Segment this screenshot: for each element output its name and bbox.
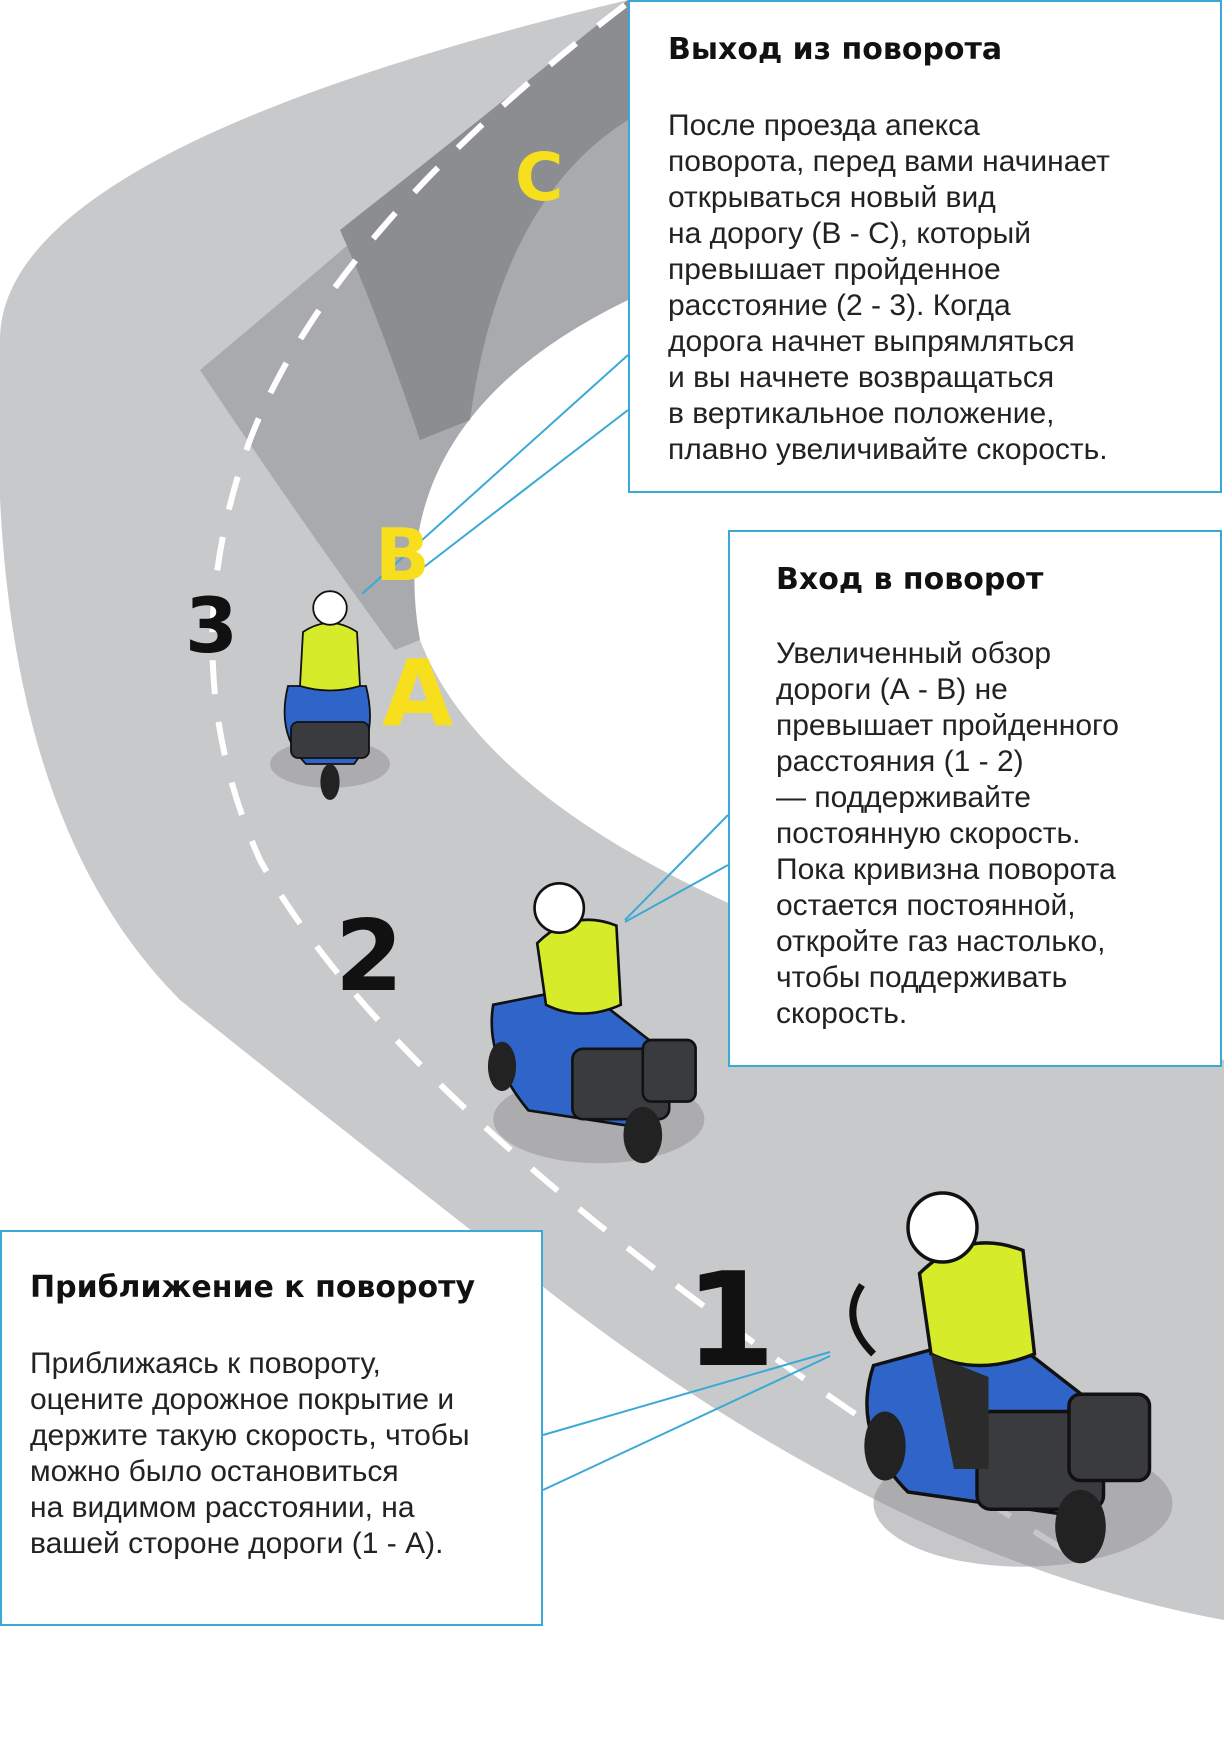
- callout-line: плавно увеличивайте скорость.: [668, 433, 1108, 466]
- callout-line: поворота, перед вами начинает: [668, 145, 1110, 178]
- approach-pointer-line-2: [542, 1355, 831, 1491]
- exit-pointer-line-2: [419, 409, 629, 571]
- callout-body: После проезда апекса поворота, перед вам…: [668, 108, 1220, 468]
- callout-line: Пока кривизна поворота: [776, 853, 1116, 886]
- entry-pointer-line-2: [624, 864, 729, 923]
- callout-line: дорога начнет выпрямляться: [668, 325, 1075, 358]
- point-number-3: 3: [185, 581, 238, 670]
- callout-line: После проезда апекса: [668, 109, 980, 142]
- callout-line: Увеличенный обзор: [776, 637, 1052, 670]
- callout-line: дороги (А - В) не: [776, 673, 1008, 706]
- callout-title: Приближение к повороту: [30, 1270, 476, 1305]
- callout-line: чтобы поддерживать: [776, 961, 1068, 994]
- callout-line: скорость.: [776, 997, 908, 1030]
- callout-body: Приближаясь к повороту, оцените дорожное…: [30, 1346, 541, 1562]
- callout-line: остается постоянной,: [776, 889, 1076, 922]
- callout-line: расстояния (1 - 2): [776, 745, 1024, 778]
- entry-pointer-line: [624, 814, 729, 921]
- motorcycle-rider-icon: [270, 590, 390, 800]
- callout-line: оцените дорожное покрытие и: [30, 1383, 455, 1416]
- callout-turn-entry: Вход в поворот Увеличенный обзор дороги …: [728, 530, 1222, 1067]
- callout-line: постоянную скорость.: [776, 817, 1081, 850]
- motorcycle-rider-icon: [487, 882, 705, 1164]
- view-letter-a: A: [382, 640, 453, 747]
- callout-title: Выход из поворота: [668, 32, 1003, 67]
- approach-pointer-line: [542, 1351, 831, 1436]
- callout-line: открываться новый вид: [668, 181, 996, 214]
- callout-line: превышает пройденное: [668, 253, 1001, 286]
- callout-line: расстояние (2 - 3). Когда: [668, 289, 1011, 322]
- motorcycle-rider-icon: [849, 1191, 1173, 1567]
- view-letter-b: B: [375, 513, 430, 597]
- callout-line: Приближаясь к повороту,: [30, 1347, 381, 1380]
- view-letter-c: C: [515, 139, 563, 216]
- point-number-1: 1: [685, 1244, 775, 1396]
- callout-line: и вы начнете возвращаться: [668, 361, 1055, 394]
- lane-marking: [209, 2, 1082, 1563]
- callout-line: в вертикальное положение,: [668, 397, 1055, 430]
- callout-exit-turn: Выход из поворота После проезда апекса п…: [628, 0, 1222, 493]
- callout-line: держите такую скорость, чтобы: [30, 1419, 470, 1452]
- callout-line: — поддерживайте: [776, 781, 1031, 814]
- exit-pointer-line: [361, 354, 629, 595]
- callout-line: откройте газ настолько,: [776, 925, 1106, 958]
- callout-approach-turn: Приближение к повороту Приближаясь к пов…: [0, 1230, 543, 1626]
- point-number-2: 2: [335, 900, 403, 1014]
- callout-line: на видимом расстоянии, на: [30, 1491, 415, 1524]
- callout-line: на дорогу (В - С), который: [668, 217, 1031, 250]
- callout-body: Увеличенный обзор дороги (А - В) не прев…: [776, 636, 1220, 1032]
- callout-line: превышает пройденного: [776, 709, 1119, 742]
- callout-line: можно было остановиться: [30, 1455, 399, 1488]
- callout-title: Вход в поворот: [776, 562, 1044, 597]
- callout-line: вашей стороне дороги (1 - А).: [30, 1527, 444, 1560]
- road-far-edge: [340, 0, 628, 440]
